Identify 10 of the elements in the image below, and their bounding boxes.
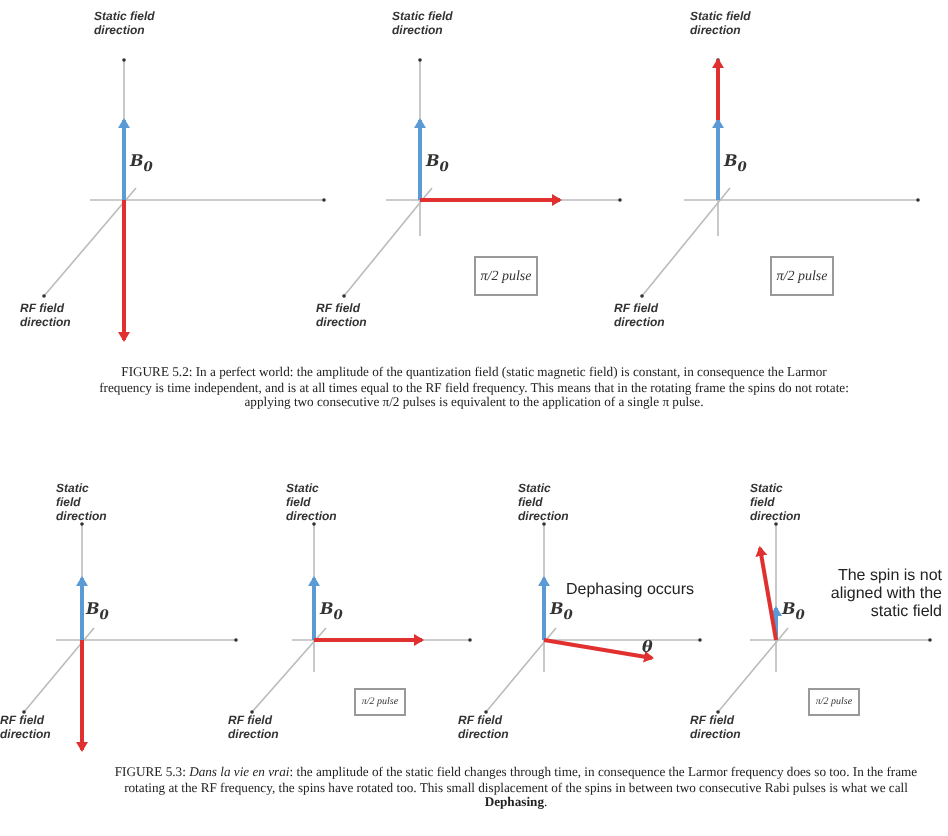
vector-label: θ <box>642 638 653 657</box>
vector-label: B$_{0}$ <box>426 152 449 177</box>
vector-label: B$_{0}$ <box>550 600 573 625</box>
vector-label: B$_{0}$ <box>130 152 153 177</box>
vector-label: B$_{0}$ <box>724 152 747 177</box>
annotation-text: The spin is not aligned with the static field <box>828 566 942 622</box>
vector-label: B$_{0}$ <box>320 600 343 625</box>
annotation-text: Dephasing occurs <box>566 580 697 599</box>
vector-label: B$_{0}$ <box>782 600 805 625</box>
vector-label: B$_{0}$ <box>86 600 109 625</box>
